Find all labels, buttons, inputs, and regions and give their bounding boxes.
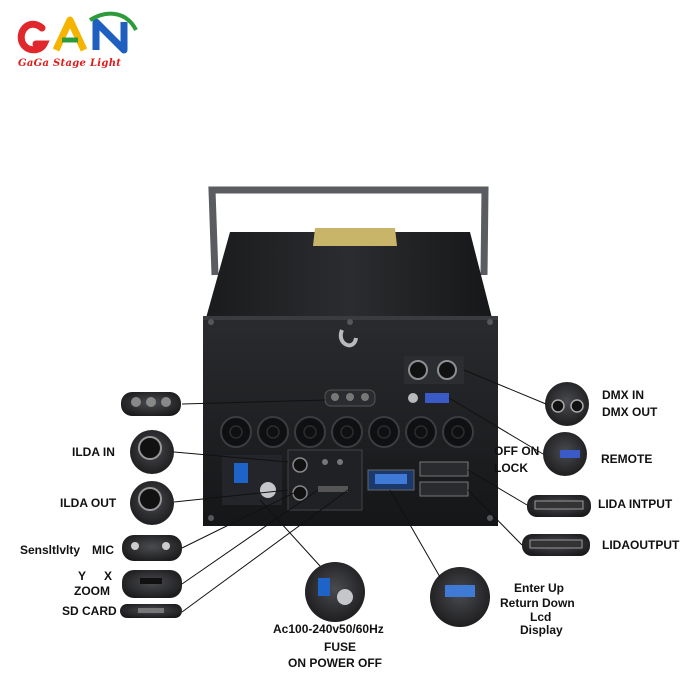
fan-vent [331, 416, 363, 448]
fan-vent [257, 416, 289, 448]
rgb-closeup [121, 392, 181, 416]
fan-vent [405, 416, 437, 448]
power-closeup [305, 562, 365, 622]
fan-hub [377, 425, 391, 439]
fan-hub [451, 425, 465, 439]
label-fuse: FUSE [324, 640, 357, 654]
sd-card-closeup [120, 604, 182, 618]
label-off-on: OFF ON [494, 444, 540, 458]
rgb-buttons [324, 389, 376, 407]
port-cluster [222, 449, 469, 511]
label-dmx-out: DMX OUT [602, 405, 658, 419]
label-mic: MIC [92, 543, 114, 557]
label-x: X [104, 569, 113, 583]
label-display: Display [520, 623, 563, 637]
sensitivity-mic-closeup [122, 535, 182, 561]
fan-vent [368, 416, 400, 448]
hook [338, 329, 358, 348]
label-power-line: Ac100-240v50/60Hz [273, 622, 384, 636]
label-return-down: Return Down [500, 596, 575, 610]
fan-vent [220, 416, 252, 448]
label-dmx-in: DMX IN [602, 388, 644, 402]
label-sensitivity: Sensltlvlty [20, 543, 81, 557]
label-y: Y [78, 569, 87, 583]
label-lock: LOCK [494, 461, 528, 475]
zoom-closeup [122, 570, 182, 598]
ilda-out-closeup [130, 481, 174, 525]
brand-tagline: GaGa Stage Light [18, 58, 122, 69]
carry-handle [208, 186, 489, 276]
label-lida-intput: LIDA INTPUT [598, 497, 673, 511]
fan-hub [414, 425, 428, 439]
fan-hub [229, 425, 243, 439]
label-remote: REMOTE [601, 452, 653, 466]
brand-logo [17, 11, 138, 54]
fan-hub [340, 425, 354, 439]
fan-hub [303, 425, 317, 439]
dmx-closeup [545, 382, 589, 426]
fan-hub [266, 425, 280, 439]
key-and-remote [408, 393, 449, 403]
device-top [206, 232, 492, 318]
warning-plate [313, 228, 397, 246]
fan-vent [442, 416, 474, 448]
label-sd-card: SD CARD [62, 604, 117, 618]
label-ilda-out: ILDA OUT [60, 496, 117, 510]
ilda-output-closeup [522, 534, 590, 556]
label-zoom: ZOOM [74, 584, 110, 598]
label-lidaoutput: LIDAOUTPUT [602, 538, 680, 552]
dmx-ports [404, 356, 464, 384]
fan-vent [294, 416, 326, 448]
label-enter-up: Enter Up [514, 581, 565, 595]
leader-lines [173, 369, 547, 613]
ilda-in-closeup [130, 430, 174, 474]
ilda-input-closeup [527, 495, 591, 517]
label-ilda-in: ILDA IN [72, 445, 115, 459]
label-lcd: Lcd [530, 610, 552, 624]
label-on-power-off: ON POWER OFF [288, 656, 382, 670]
fan-vents [220, 416, 474, 448]
lcd-closeup [430, 567, 490, 627]
remote-closeup [543, 432, 587, 476]
